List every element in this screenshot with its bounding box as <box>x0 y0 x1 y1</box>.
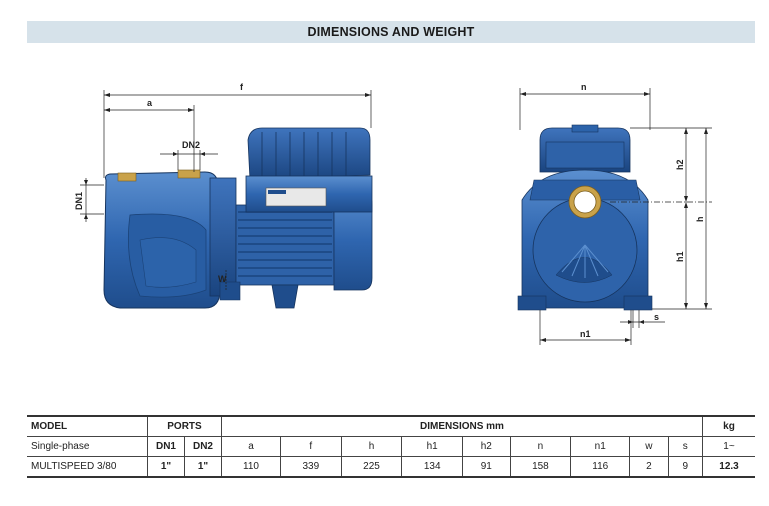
subheader-col: f <box>280 436 342 457</box>
dim-label-h2: h2 <box>675 159 685 170</box>
front-dimension-lines <box>519 88 712 345</box>
subheader-col: h <box>341 436 403 457</box>
table-header-row: MODEL PORTS DIMENSIONS mm kg <box>27 416 755 437</box>
subheader-phase: Single-phase <box>27 436 148 457</box>
side-arrowheads <box>84 93 371 219</box>
cell-value: 339 <box>280 456 342 478</box>
table-row: MULTISPEED 3/80 1" 1" 110 339 225 134 91… <box>27 456 755 478</box>
dimensions-table: MODEL PORTS DIMENSIONS mm kg Single-phas… <box>27 415 755 478</box>
subheader-col: s <box>668 436 704 457</box>
subheader-col: n1 <box>570 436 631 457</box>
dim-label-h: h <box>695 217 705 223</box>
section-title-bar: DIMENSIONS AND WEIGHT <box>27 21 755 43</box>
dim-label-n1: n1 <box>580 329 591 339</box>
subheader-dn2: DN2 <box>184 436 222 457</box>
dim-label-n: n <box>581 82 587 92</box>
pump-front-view <box>517 124 653 311</box>
subheader-col: h2 <box>462 436 511 457</box>
table-subheader-row: Single-phase DN1 DN2 a f h h1 h2 n n1 w … <box>27 436 755 457</box>
front-arrowheads <box>520 92 708 342</box>
subheader-dn1: DN1 <box>147 436 185 457</box>
cell-dn2: 1" <box>184 456 222 478</box>
subheader-col: w <box>629 436 669 457</box>
dim-label-f: f <box>240 82 244 92</box>
subheader-col: h1 <box>401 436 464 457</box>
dim-label-w: W <box>218 274 227 284</box>
dim-label-dn2: DN2 <box>182 140 200 150</box>
cell-dn1: 1" <box>147 456 185 478</box>
cell-value: 134 <box>401 456 464 478</box>
cell-value: 158 <box>510 456 572 478</box>
cell-value: 9 <box>668 456 704 478</box>
dim-label-a: a <box>147 98 153 108</box>
cell-value: 2 <box>629 456 669 478</box>
cell-value: 225 <box>341 456 403 478</box>
cell-weight: 12.3 <box>702 456 755 478</box>
cell-model: MULTISPEED 3/80 <box>27 456 148 478</box>
pump-side-view <box>103 127 373 309</box>
header-dimensions: DIMENSIONS mm <box>221 416 703 437</box>
header-weight: kg <box>702 416 755 437</box>
header-model: MODEL <box>27 416 148 437</box>
side-dimension-lines <box>80 90 372 290</box>
dim-label-s: s <box>654 312 659 322</box>
section-title: DIMENSIONS AND WEIGHT <box>307 25 475 39</box>
subheader-weight: 1~ <box>702 436 755 457</box>
cell-value: 116 <box>570 456 631 478</box>
header-ports: PORTS <box>147 416 222 437</box>
pump-drawing: f a DN2 DN1 W <box>74 82 712 345</box>
cell-value: 91 <box>462 456 511 478</box>
dim-label-h1: h1 <box>675 251 685 262</box>
subheader-col: n <box>510 436 572 457</box>
cell-value: 110 <box>221 456 281 478</box>
dim-label-dn1: DN1 <box>74 192 84 210</box>
subheader-col: a <box>221 436 281 457</box>
